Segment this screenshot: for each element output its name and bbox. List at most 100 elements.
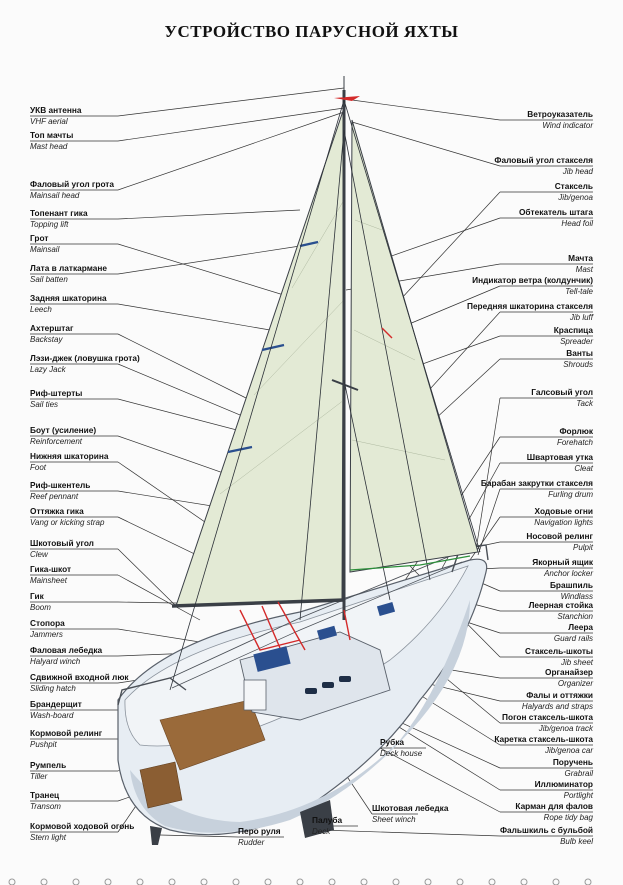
jib-sheet-green xyxy=(349,555,471,571)
right-label-ru: Мачта xyxy=(568,253,593,263)
right-label-ru: Леера xyxy=(568,622,593,632)
cockpit-sole xyxy=(159,699,266,771)
right-label-ru: Якорный ящик xyxy=(532,557,593,567)
right-label-en: Tack xyxy=(576,399,593,408)
leader-line xyxy=(319,829,501,837)
right-label-en: Jib/genoa car xyxy=(544,746,593,755)
right-label-en: Halyards and straps xyxy=(521,702,593,711)
left-label-ru: Фаловый угол грота xyxy=(30,179,114,189)
right-label-en: Tell-tale xyxy=(565,287,593,296)
left-label-en: Lazy Jack xyxy=(30,365,66,374)
left-label-ru: Стопора xyxy=(30,618,65,628)
right-label-ru: Поручень xyxy=(552,757,593,767)
left-label-ru: Топ мачты xyxy=(30,130,74,140)
mainsail-shape xyxy=(175,107,345,607)
left-label-en: Topping lift xyxy=(30,220,69,229)
leader-line xyxy=(351,121,501,167)
left-label-ru: Риф-шкентель xyxy=(30,480,91,490)
left-label-en: Transom xyxy=(30,802,61,811)
left-label-en: Boom xyxy=(30,603,51,612)
right-label-en: Anchor locker xyxy=(544,569,593,578)
right-label-en: Jib/genoa xyxy=(558,193,593,202)
left-label-en: Reef pennant xyxy=(30,492,79,501)
center-label-ru: Рубка xyxy=(380,737,405,747)
left-label-ru: Нижняя шкаторина xyxy=(30,451,109,461)
right-label-ru: Фаловый угол стакселя xyxy=(494,155,593,165)
right-label-ru: Краспица xyxy=(553,325,593,335)
right-label-en: Mast xyxy=(575,265,593,274)
left-label-en: Foot xyxy=(30,463,47,472)
right-label-ru: Стаксель-шкоты xyxy=(524,646,593,656)
forehatch-shape xyxy=(376,601,396,617)
left-label-en: Sail ties xyxy=(30,400,59,409)
right-label-ru: Форлюк xyxy=(559,426,593,436)
leader-line xyxy=(419,311,501,401)
wash-board-shape xyxy=(243,679,267,711)
leader-line xyxy=(379,217,501,261)
right-label-en: Jib head xyxy=(562,167,593,176)
hull-shade xyxy=(130,600,470,833)
left-label-ru: Лэзи-джек (ловушка грота) xyxy=(30,353,140,363)
right-label-ru: Фальшкиль с бульбой xyxy=(499,825,593,835)
right-label-ru: Органайзер xyxy=(544,667,593,677)
center-label-en: Deck xyxy=(312,827,331,836)
left-label-en: Sail batten xyxy=(30,275,68,284)
rudder-shape xyxy=(150,826,162,845)
leader-line xyxy=(399,191,501,301)
left-label-en: Stern light xyxy=(30,833,67,842)
left-label-en: VHF aerial xyxy=(30,117,68,126)
right-label-ru: Передняя шкаторина стакселя xyxy=(466,301,593,311)
right-label-en: Cleat xyxy=(574,464,593,473)
right-label-en: Jib/genoa track xyxy=(538,724,593,733)
leader-line xyxy=(351,99,501,121)
right-label-en: Jib luff xyxy=(569,313,593,322)
left-label-en: Mainsail xyxy=(30,245,60,254)
right-label-en: Forehatch xyxy=(556,438,593,447)
right-label-en: Grabrail xyxy=(564,769,593,778)
leader-line xyxy=(117,245,301,275)
right-label-en: Windlass xyxy=(560,592,593,601)
right-label-en: Portlight xyxy=(563,791,593,800)
right-label-en: Head foil xyxy=(561,219,593,228)
boom-shape xyxy=(171,598,345,608)
left-label-en: Mainsheet xyxy=(30,576,67,585)
leader-line xyxy=(117,111,345,191)
right-label-ru: Ветроуказатель xyxy=(527,109,593,119)
left-label-ru: Грот xyxy=(30,233,49,243)
left-label-ru: Оттяжка гика xyxy=(30,506,84,516)
leader-line xyxy=(117,87,345,117)
left-label-en: Clew xyxy=(30,550,48,559)
transom-steps xyxy=(139,761,183,809)
wind-indicator-shape xyxy=(334,96,360,101)
